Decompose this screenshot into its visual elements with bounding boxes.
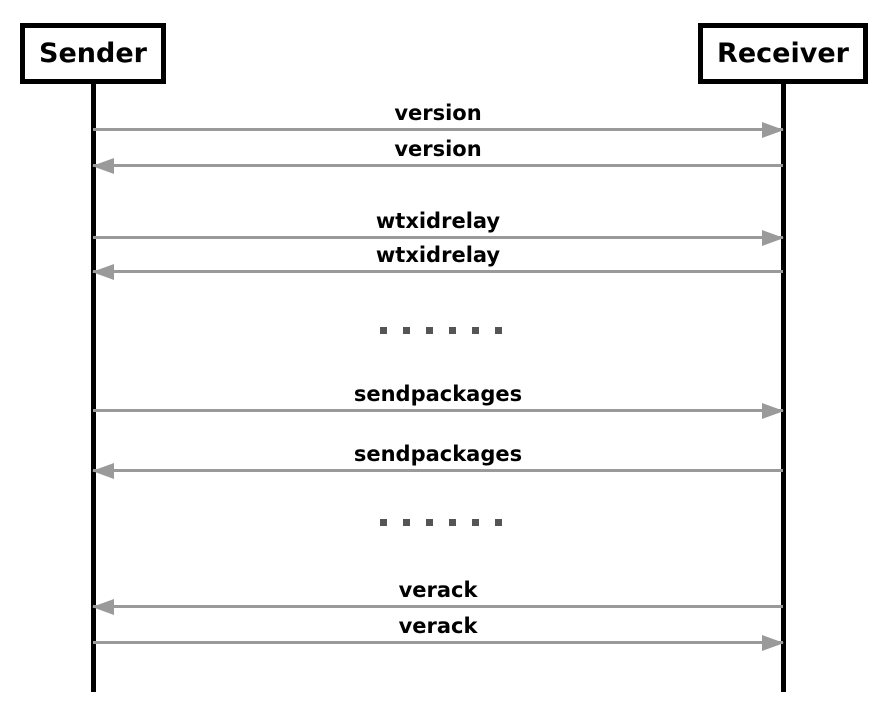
ellipsis-dot xyxy=(472,519,479,526)
arrow-head-right-icon xyxy=(762,402,784,419)
arrow-line xyxy=(93,164,783,167)
ellipsis-separator-lower xyxy=(380,519,502,526)
ellipsis-dot xyxy=(449,519,456,526)
ellipsis-separator-upper xyxy=(380,327,502,334)
arrow-head-left-icon xyxy=(92,598,114,615)
lifeline-sender xyxy=(91,83,96,692)
participant-label-sender: Sender xyxy=(39,38,147,69)
message-label: version xyxy=(394,101,482,125)
message-label: version xyxy=(394,137,482,161)
participant-label-receiver: Receiver xyxy=(717,38,849,69)
ellipsis-dot xyxy=(403,519,410,526)
arrow-head-right-icon xyxy=(762,229,784,246)
participant-box-receiver: Receiver xyxy=(698,23,868,84)
arrow-line xyxy=(93,270,783,273)
arrow-line xyxy=(93,469,783,472)
arrow-head-right-icon xyxy=(762,121,784,138)
message-label: verack xyxy=(398,614,478,638)
arrow-head-left-icon xyxy=(92,263,114,280)
arrow-head-left-icon xyxy=(92,157,114,174)
message-label: wtxidrelay xyxy=(375,209,501,233)
arrow-line xyxy=(93,236,783,239)
ellipsis-dot xyxy=(495,327,502,334)
ellipsis-dot xyxy=(495,519,502,526)
arrow-line xyxy=(93,605,783,608)
ellipsis-dot xyxy=(380,327,387,334)
message-label: verack xyxy=(398,578,478,602)
message-label: sendpackages xyxy=(353,382,523,406)
arrow-head-left-icon xyxy=(92,462,114,479)
ellipsis-dot xyxy=(380,519,387,526)
arrow-line xyxy=(93,409,783,412)
arrow-head-right-icon xyxy=(762,634,784,651)
ellipsis-dot xyxy=(472,327,479,334)
arrow-line xyxy=(93,641,783,644)
ellipsis-dot xyxy=(426,519,433,526)
ellipsis-dot xyxy=(426,327,433,334)
message-label: sendpackages xyxy=(353,442,523,466)
lifeline-receiver xyxy=(781,83,786,692)
participant-box-sender: Sender xyxy=(20,23,166,84)
ellipsis-dot xyxy=(449,327,456,334)
message-label: wtxidrelay xyxy=(375,243,501,267)
ellipsis-dot xyxy=(403,327,410,334)
arrow-line xyxy=(93,128,783,131)
